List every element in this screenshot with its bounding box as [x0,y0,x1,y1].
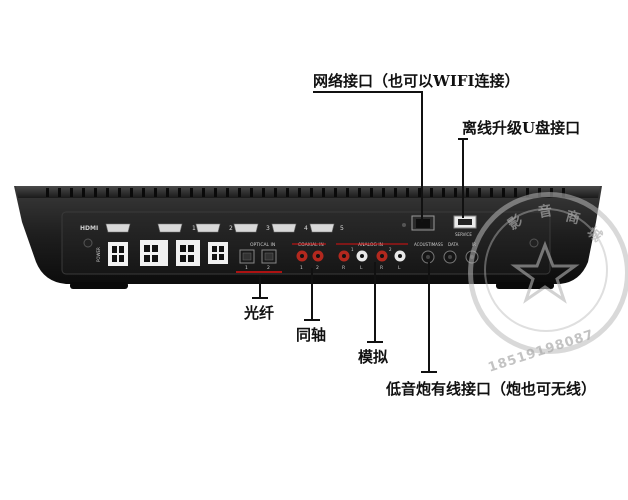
hdmi-port-5 [309,223,335,233]
callout-lines [252,91,468,373]
coaxial-in-label: COAXIAL IN [298,242,324,248]
hdmi-number-5: 5 [340,225,344,232]
analog-number-1: 1 [351,247,354,252]
coaxial-number-1: 1 [300,265,303,271]
hdmi-port-3 [233,223,259,233]
optical-number-2: 2 [267,265,270,271]
hdmi-ports [105,223,335,233]
service-label: SERVICE [455,232,472,237]
hdmi-number-1: 1 [192,225,196,232]
subwoofer-label: 低音炮有线接口（炮也可无线） [386,380,597,398]
analog-r1: R [342,265,345,271]
hdmi-number-3: 3 [266,225,270,232]
optical-label: 光纤 [244,304,275,322]
speaker-connectors [140,240,228,266]
analog-inputs: ANALOG IN R L R L 1 2 [336,242,408,271]
watermark-seal [468,192,628,354]
analog-l2: L [398,265,401,271]
optical-number-1: 1 [245,265,248,271]
watermark-seal-inner [484,208,608,332]
network-port-label: 网络接口（也可以WIFI连接） [313,72,520,90]
hdmi-port-1 [157,223,183,233]
power-label: POWER [96,247,101,262]
usb-upgrade-label: 离线升级U盘接口 [462,119,581,137]
analog-in-label: ANALOG IN [358,242,383,248]
usb-service-port: SERVICE [453,215,477,237]
power-connector: POWER [96,242,128,266]
coaxial-number-2: 2 [316,265,319,271]
hdmi-number-4: 4 [304,225,308,232]
analog-l1: L [360,265,363,271]
acoustimass-label: ACOUSTIMASS [414,242,443,247]
optical-in-label: OPTICAL IN [250,242,275,248]
analog-number-2: 2 [389,247,392,252]
hdmi-out-port [105,223,131,233]
hdmi-logo: HDMI [80,225,98,232]
data-label: DATA [448,242,459,247]
hdmi-port-2 [195,223,221,233]
coaxial-inputs: COAXIAL IN 1 2 [292,242,326,271]
ethernet-port [402,215,435,231]
analog-label: 模拟 [358,348,389,366]
optical-inputs: OPTICAL IN 1 2 [236,242,282,273]
screw [83,238,93,248]
hdmi-number-2: 2 [229,225,233,232]
hdmi-port-4 [271,223,297,233]
analog-r2: R [380,265,383,271]
coaxial-label: 同轴 [296,326,327,344]
network-callout-line [313,91,423,222]
